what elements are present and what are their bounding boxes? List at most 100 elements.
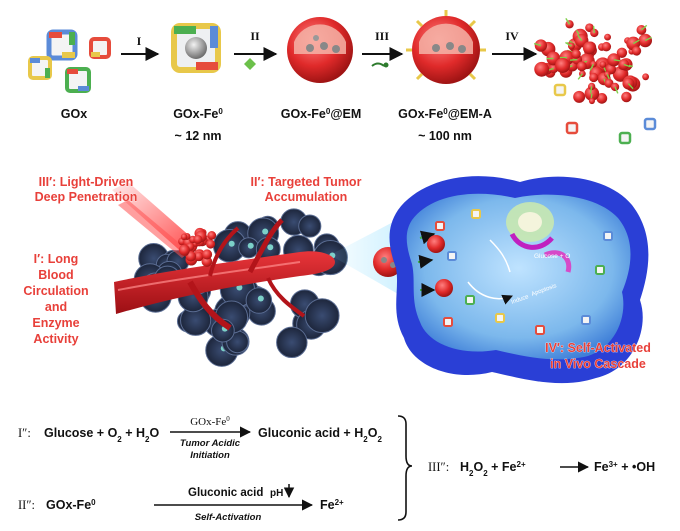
svg-text:GOx-Fe0: GOx-Fe0 bbox=[190, 415, 230, 428]
internalized-nanoparticle bbox=[435, 279, 453, 297]
svg-text:Blood: Blood bbox=[38, 268, 73, 282]
gox-fe-particle bbox=[171, 23, 221, 73]
equation-ii: II″: GOx-Fe0 Gluconic acid pH Self-Activ… bbox=[18, 484, 344, 523]
svg-text:II″:: II″: bbox=[18, 498, 35, 512]
membrane-fragment bbox=[534, 39, 548, 52]
membrane-fragment bbox=[621, 91, 632, 103]
annotation-deep-penetration: Deep Penetration bbox=[35, 190, 138, 204]
equation-iii: III″: H2O2 + Fe2+ Fe3+ + •OH bbox=[428, 460, 655, 478]
nanoparticle-cluster bbox=[178, 227, 217, 267]
svg-text:Gluconic acid: Gluconic acid bbox=[188, 487, 263, 499]
annotation-in-vivo-cascade: in Vivo Cascade bbox=[550, 357, 646, 371]
annotation-long-circulation: I′: Long Blood Circulation and Enzyme Ac… bbox=[23, 252, 89, 347]
nanoparticle bbox=[206, 239, 216, 249]
ligand-strand bbox=[589, 63, 595, 71]
tumor-cell-nucleus bbox=[247, 242, 254, 249]
ligand-strand bbox=[627, 83, 634, 90]
ligand-strand bbox=[640, 24, 648, 31]
ligand-strand bbox=[577, 34, 583, 42]
svg-text:Fe3+ + •OH: Fe3+ + •OH bbox=[594, 460, 655, 475]
svg-text:Fe2+: Fe2+ bbox=[320, 498, 344, 513]
released-enzyme bbox=[643, 117, 657, 131]
intracellular-enzyme bbox=[581, 315, 591, 325]
nanoparticle bbox=[180, 233, 188, 241]
membrane-fragment bbox=[582, 41, 596, 55]
released-enzyme bbox=[565, 121, 579, 135]
tumor-cell-nucleus bbox=[257, 295, 264, 302]
internalized-nanoparticle bbox=[427, 235, 445, 253]
cancer-cell bbox=[389, 176, 649, 384]
nanoparticle bbox=[194, 251, 204, 262]
membrane-fragment bbox=[576, 61, 587, 72]
membrane-fragment bbox=[604, 71, 611, 78]
equations-bracket bbox=[397, 415, 413, 521]
tumor-cell-nucleus bbox=[262, 228, 269, 235]
label-step-iv: IV bbox=[505, 29, 519, 43]
intracellular-enzyme bbox=[603, 231, 613, 241]
membrane-fragment bbox=[590, 28, 599, 38]
tumor-cell bbox=[304, 298, 340, 334]
nanoparticle bbox=[207, 231, 217, 240]
membrane-fragment-icon bbox=[244, 58, 256, 70]
label-size-small: ~ 12 nm bbox=[175, 129, 222, 143]
membrane-fragment bbox=[588, 98, 595, 105]
nanoparticle bbox=[201, 256, 213, 267]
label-gox: GOx bbox=[61, 107, 87, 121]
gox-fe-em-sphere bbox=[287, 17, 353, 83]
svg-text:Glucose + O2 + H2O: Glucose + O2 + H2O bbox=[44, 426, 159, 444]
membrane-fragment bbox=[589, 72, 599, 83]
svg-text:Enzyme: Enzyme bbox=[32, 316, 79, 330]
gox-enzyme-cluster bbox=[28, 29, 111, 93]
membrane-fragment bbox=[642, 73, 650, 81]
svg-text:Circulation: Circulation bbox=[23, 284, 88, 298]
intracellular-enzyme bbox=[535, 325, 545, 335]
svg-text:and: and bbox=[45, 300, 67, 314]
svg-text:Tumor Acidic: Tumor Acidic bbox=[180, 438, 241, 449]
ligand-strand bbox=[570, 58, 578, 61]
svg-text:Initiation: Initiation bbox=[190, 450, 230, 461]
gox-fe-em-a-sphere bbox=[406, 10, 486, 84]
cell-label-glucose: Glucose + O bbox=[534, 253, 570, 260]
annotation-self-activated: IV′: Self-Activated bbox=[545, 341, 651, 355]
svg-text:Gluconic acid + H2O2: Gluconic acid + H2O2 bbox=[258, 426, 382, 444]
label-step-iii: III bbox=[375, 29, 389, 43]
tumor-cell bbox=[298, 214, 322, 238]
membrane-fragment bbox=[599, 61, 607, 68]
intracellular-enzyme bbox=[495, 313, 505, 323]
ligand-strand bbox=[592, 25, 595, 34]
svg-text:I″:: I″: bbox=[18, 426, 31, 440]
cell-particles bbox=[427, 209, 613, 335]
svg-text:H2O2 + Fe2+: H2O2 + Fe2+ bbox=[460, 460, 526, 478]
ligand-strand bbox=[613, 59, 621, 62]
intracellular-enzyme bbox=[471, 209, 481, 219]
equation-i: I″: Glucose + O2 + H2O GOx-Fe0 Tumor Aci… bbox=[18, 415, 382, 461]
tumor-cell-nucleus bbox=[267, 244, 274, 251]
svg-text:pH: pH bbox=[270, 488, 283, 499]
membrane-fragment bbox=[596, 93, 608, 104]
membrane-fragment bbox=[616, 47, 628, 59]
label-step-ii: II bbox=[250, 29, 260, 43]
nanoparticle bbox=[201, 249, 213, 260]
ligand-strand bbox=[614, 86, 619, 94]
label-gox-fe: GOx-Fe0 bbox=[173, 107, 223, 122]
svg-text:I′: Long: I′: Long bbox=[34, 252, 79, 266]
tumor-cell-nucleus bbox=[236, 284, 243, 291]
ligand-strand bbox=[623, 63, 631, 68]
ligand-strand bbox=[577, 73, 583, 80]
label-step-i: I bbox=[137, 34, 142, 48]
disassembled-burst bbox=[533, 17, 657, 145]
membrane-fragment bbox=[631, 46, 642, 56]
membrane-fragment bbox=[604, 33, 611, 41]
blood-vessel bbox=[114, 218, 335, 331]
released-enzyme bbox=[553, 83, 567, 97]
svg-text:Activity: Activity bbox=[33, 332, 78, 346]
ligand-strand bbox=[589, 86, 593, 94]
tumor-cell bbox=[276, 326, 308, 359]
ligand-strand bbox=[565, 41, 572, 47]
svg-text:GOx-Fe0: GOx-Fe0 bbox=[46, 498, 96, 513]
label-size-large: ~ 100 nm bbox=[418, 129, 472, 143]
annotation-accumulation: Accumulation bbox=[265, 190, 348, 204]
nanoparticle bbox=[193, 234, 203, 244]
membrane-fragment bbox=[601, 41, 612, 52]
